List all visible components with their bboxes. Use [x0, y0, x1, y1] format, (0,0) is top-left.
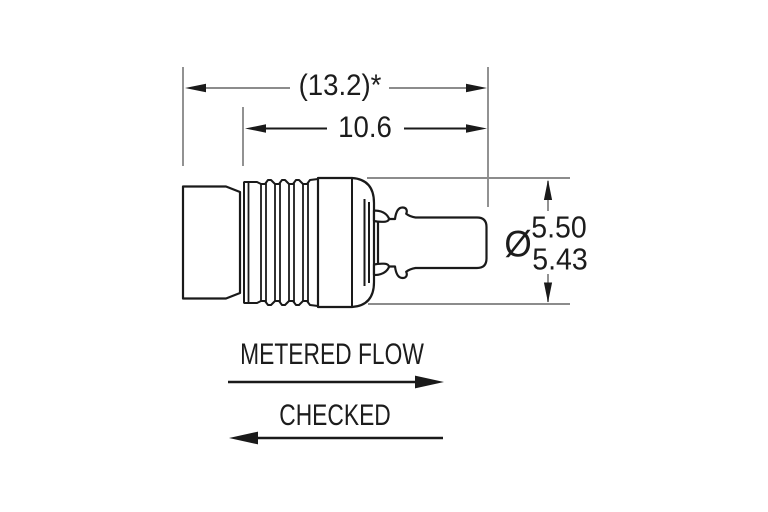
coupler-length-dimension-label: 10.6: [338, 111, 392, 144]
dimension-overall-length: [185, 83, 487, 93]
coupling-part: [181, 176, 488, 309]
body-outline: [316, 176, 376, 309]
rib-top-profile: [244, 178, 319, 185]
stem-outline: [376, 206, 488, 280]
arrow-left-icon: [229, 431, 258, 445]
overall-length-dimension-label: (13.2)*: [298, 69, 382, 102]
diameter-symbol: Ø: [504, 223, 532, 265]
diameter-upper-limit-label: 5.50: [531, 209, 587, 245]
seal-lip-bottom: [372, 262, 390, 277]
ribbed-section: [243, 178, 319, 307]
arrow-left-icon: [185, 83, 206, 93]
dimension-diameter: [543, 179, 553, 303]
arrow-up-icon: [543, 179, 553, 200]
tail-outline: [181, 185, 242, 300]
flow-arrows: [228, 375, 444, 445]
arrow-left-icon: [245, 124, 266, 133]
arrow-down-icon: [543, 282, 553, 303]
arrow-right-icon: [415, 375, 444, 389]
seal-lip-top: [372, 209, 390, 223]
rib-bottom-profile: [244, 300, 319, 307]
arrow-right-icon: [466, 124, 487, 133]
extension-lines: [182, 67, 570, 305]
arrow-right-icon: [466, 83, 487, 93]
metered-flow-label: METERED FLOW: [240, 338, 424, 371]
checked-flow-label: CHECKED: [279, 399, 391, 432]
diameter-lower-limit-label: 5.43: [532, 241, 588, 277]
dimension-coupler-length: [245, 124, 487, 133]
